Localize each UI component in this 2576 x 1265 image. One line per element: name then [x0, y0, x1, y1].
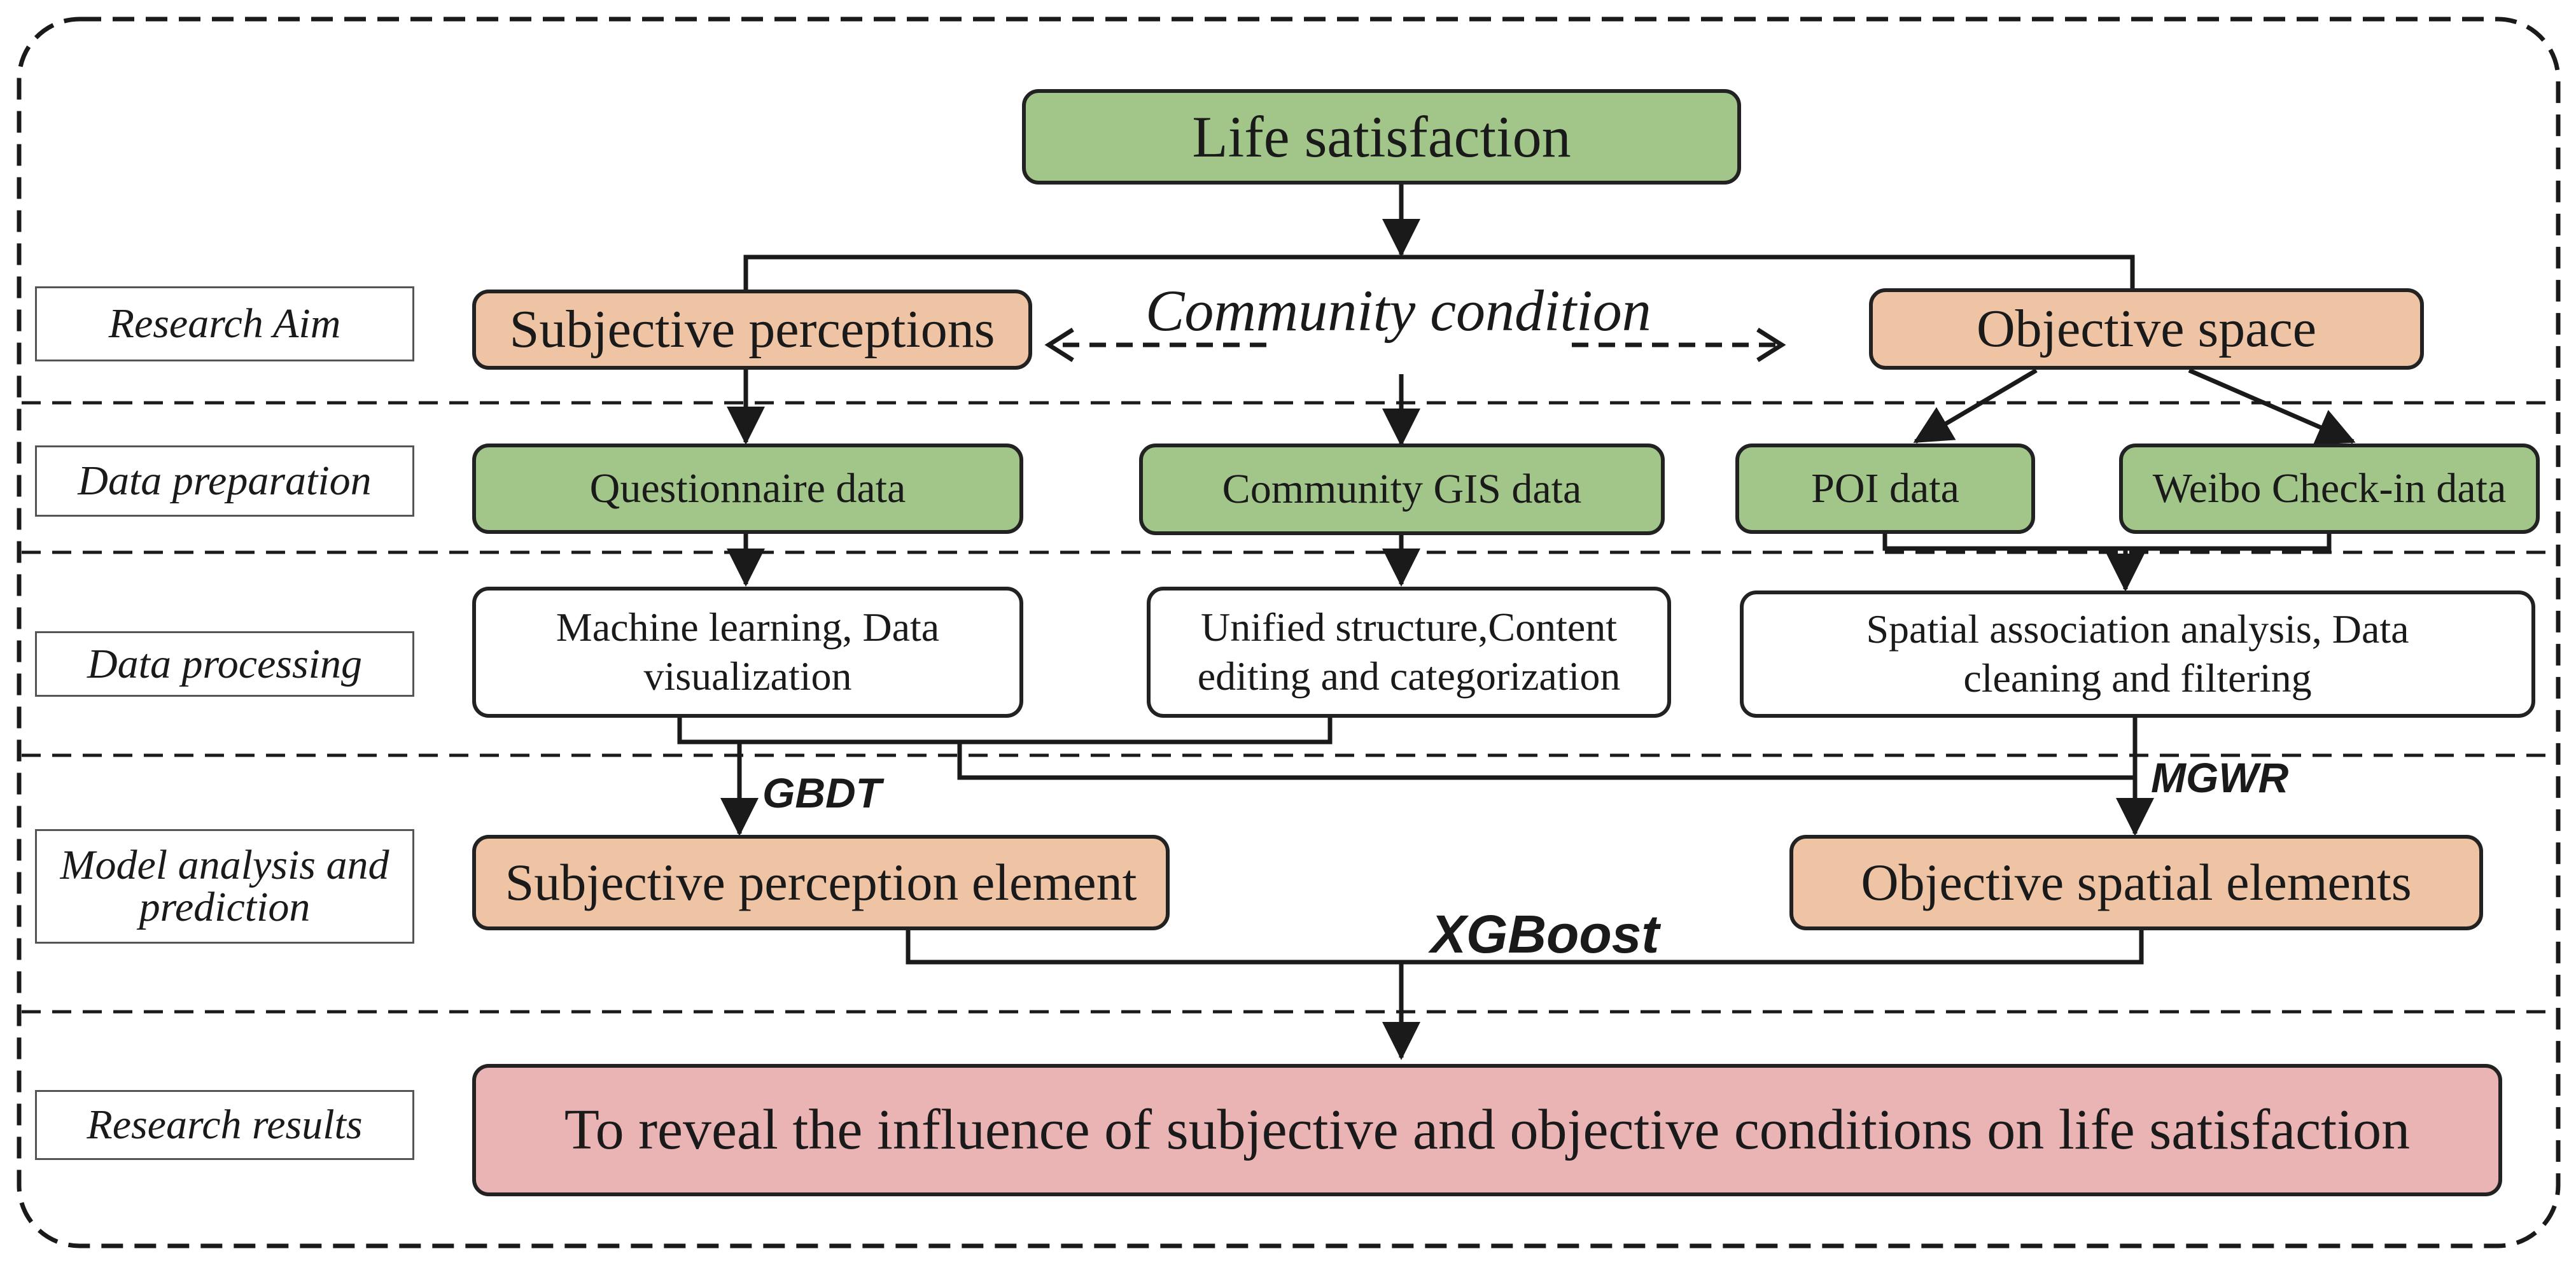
node-spatial-association: Spatial association analysis, Data clean… [1740, 591, 2535, 718]
node-objective-space: Objective space [1869, 288, 2424, 370]
stage-label-model-analysis: Model analysis and prediction [35, 829, 414, 944]
arrow-objective-to-poi [1913, 368, 2038, 444]
node-weibo-checkin-data: Weibo Check-in data [2119, 444, 2540, 534]
stage-label-research-aim: Research Aim [35, 286, 414, 361]
node-poi-data: POI data [1735, 444, 2035, 534]
node-subjective-perceptions: Subjective perceptions [472, 290, 1032, 370]
connector-aim-split [743, 255, 2135, 293]
node-subjective-perception-element: Subjective perception element [472, 835, 1170, 930]
node-objective-spatial-elements: Objective spatial elements [1789, 835, 2483, 930]
node-questionnaire-data: Questionnaire data [472, 444, 1023, 534]
stage-label-data-preparation: Data preparation [35, 445, 414, 517]
method-label-xgboost: XGBoost [1431, 904, 1660, 964]
method-label-mgwr: MGWR [2151, 754, 2289, 801]
outer-frame [17, 17, 2561, 1248]
stage-label-research-results: Research results [35, 1090, 414, 1160]
connector-mgwr-merge [957, 742, 2135, 780]
connector-gbdt-merge [677, 716, 1333, 744]
arrow-objective-to-weibo [2188, 368, 2356, 445]
node-community-gis-data: Community GIS data [1139, 444, 1665, 535]
node-community-condition: Community condition [1145, 278, 1651, 343]
node-research-results: To reveal the influence of subjective an… [472, 1064, 2502, 1196]
method-label-gbdt: GBDT [762, 769, 881, 816]
stage-label-data-processing: Data processing [35, 631, 414, 697]
connector-poi-weibo-merge [1882, 532, 2332, 551]
node-life-satisfaction: Life satisfaction [1022, 89, 1741, 185]
node-unified-structure: Unified structure,Content editing and ca… [1147, 587, 1671, 718]
node-ml-data-visualization: Machine learning, Data visualization [472, 587, 1023, 718]
connector-xgboost-merge [906, 930, 2144, 965]
